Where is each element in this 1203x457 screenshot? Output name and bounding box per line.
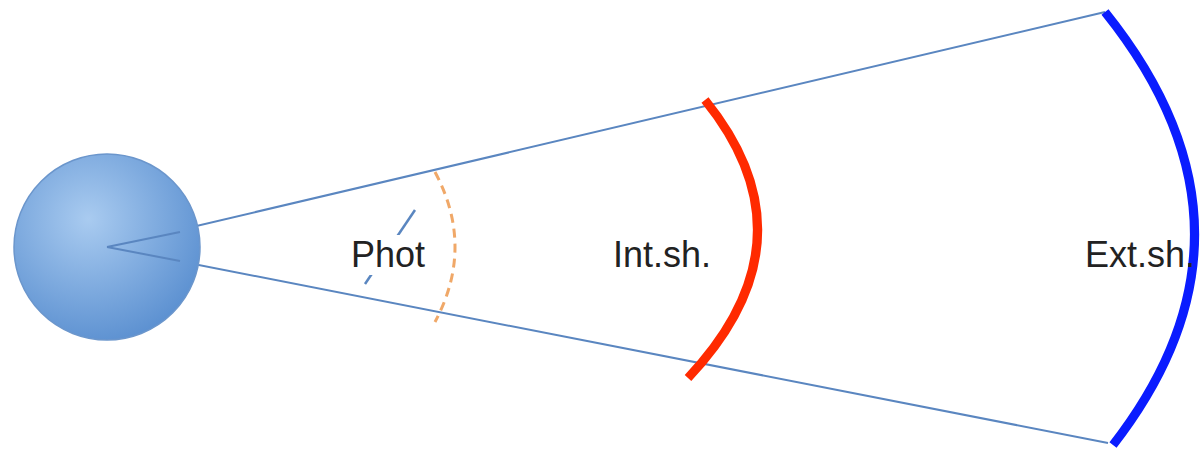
central-star [14, 154, 200, 340]
region-label: Phot [349, 235, 427, 275]
cone-edge [107, 232, 180, 247]
cone-edge [107, 247, 1108, 443]
photosphere-arc [435, 172, 455, 322]
cone-edge [107, 247, 180, 261]
external-shock-arc [1105, 12, 1195, 445]
region-label: Int.sh. [613, 235, 711, 275]
cone-edge [107, 12, 1105, 247]
region-label: Ext.sh. [1085, 235, 1195, 275]
